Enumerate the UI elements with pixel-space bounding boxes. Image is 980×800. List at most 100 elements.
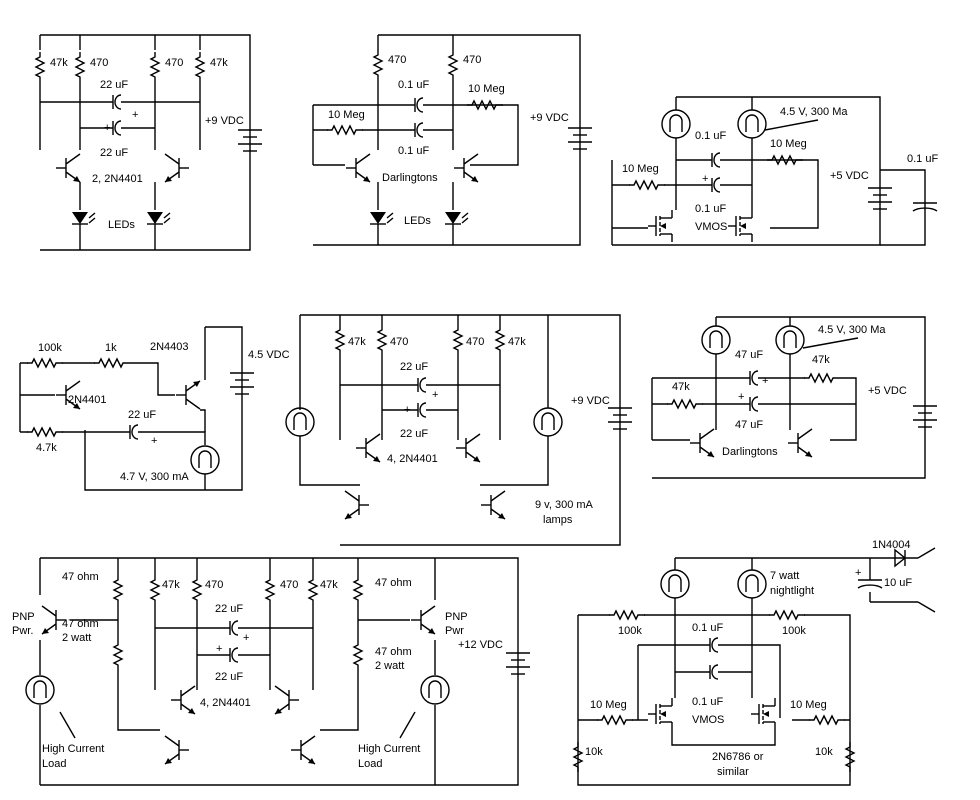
- label-q1: 2N4401: [68, 394, 107, 406]
- label-c-bottom: 22 uF: [400, 428, 428, 440]
- label-plus: +: [702, 173, 708, 185]
- label-supply: +9 VDC: [205, 115, 244, 127]
- label-load-left: Load: [42, 758, 66, 770]
- circuit-nightlight-flasher: 1N4004 10 uF + 7 watt nightlight 100k 10…: [573, 539, 936, 786]
- label-r3: 470: [466, 336, 484, 348]
- label-plus: +: [762, 375, 768, 387]
- label-transistors: 2, 2N4401: [92, 173, 143, 185]
- label-r2: 470: [390, 336, 408, 348]
- label-part: similar: [717, 766, 749, 778]
- label-leds: LEDs: [108, 219, 135, 231]
- circuit-lamp-flasher-darlington: 4.5 V, 300 Ma 47 uF 47k 47k 47 uF Darlin…: [651, 316, 938, 479]
- label-r2: 470: [90, 57, 108, 69]
- label-transistors: 4, 2N4401: [387, 453, 438, 465]
- label-plus: +: [243, 632, 249, 644]
- label-r3: 470: [280, 579, 298, 591]
- label-r-right: 47 ohm: [375, 577, 412, 589]
- label-c-top: 47 uF: [735, 349, 763, 361]
- label-r-left: 100k: [618, 625, 642, 637]
- label-lamp: 4.5 V, 300 Ma: [818, 324, 886, 336]
- label-plus: +: [855, 567, 861, 579]
- label-c-top: 0.1 uF: [692, 622, 723, 634]
- label-rb-right: 10 Meg: [770, 138, 807, 150]
- circuit-lamp-flasher-4-transistor: 47k 470 470 47k 22 uF 22 uF +9 VDC 4, 2N…: [285, 314, 633, 546]
- label-supply: +5 VDC: [868, 385, 907, 397]
- label-c-bottom: 22 uF: [215, 671, 243, 683]
- label-r4: 47k: [320, 579, 338, 591]
- label-lamp: 4.5 V, 300 Ma: [780, 106, 848, 118]
- label-c1: 22 uF: [128, 409, 156, 421]
- circuit-led-flasher-bjt: 47k 470 470 47k 22 uF 22 uF +9 VDC 2, 2N…: [35, 34, 263, 251]
- label-lamp: 4.7 V, 300 mA: [120, 471, 189, 483]
- label-part: 2N6786 or: [712, 751, 764, 763]
- label-r3: 4.7k: [36, 442, 57, 454]
- label-c-bottom: 22 uF: [100, 147, 128, 159]
- label-load-left: High Current: [42, 743, 104, 755]
- label-r1: 47k: [50, 57, 68, 69]
- label-transistors: Darlingtons: [382, 172, 438, 184]
- label-r2: 1k: [105, 342, 117, 354]
- circuit-lamp-flasher-vmos: 4.5 V, 300 Ma 0.1 uF 10 Meg 10 Meg 0.1 u…: [611, 96, 938, 246]
- label-supply: +12 VDC: [458, 639, 503, 651]
- label-transistors: VMOS: [692, 714, 724, 726]
- label-c-top: 0.1 uF: [398, 79, 429, 91]
- label-c-top: 22 uF: [100, 79, 128, 91]
- label-transistors: Darlingtons: [722, 446, 778, 458]
- label-r-left: 47 ohm: [62, 571, 99, 583]
- label-r-gr: 10k: [815, 746, 833, 758]
- circuit-led-flasher-darlington: 470 470 10 Meg 10 Meg 0.1 uF 0.1 uF +9 V…: [312, 34, 593, 246]
- label-r-left: 2 watt: [62, 632, 91, 644]
- label-r4: 47k: [210, 57, 228, 69]
- label-rb-right: 47k: [812, 354, 830, 366]
- label-c-bottom: 0.1 uF: [692, 696, 723, 708]
- label-pnp-left: Pwr.: [12, 625, 33, 637]
- label-plus: +: [738, 391, 744, 403]
- label-supply: +5 VDC: [830, 170, 869, 182]
- label-r1: 47k: [348, 336, 366, 348]
- label-rb-left: 10 Meg: [622, 163, 659, 175]
- label-rb-right: 10 Meg: [468, 83, 505, 95]
- label-c-top: 22 uF: [400, 361, 428, 373]
- circuit-pnp-lamp-flasher: 100k 1k 2N4403 4.5 VDC 2N4401 22 uF 4.7k…: [19, 326, 290, 491]
- label-r3: 470: [165, 57, 183, 69]
- label-pnp-left: PNP: [12, 611, 35, 623]
- label-r1: 470: [388, 54, 406, 66]
- label-leds: LEDs: [404, 215, 431, 227]
- label-c-bottom: 47 uF: [735, 419, 763, 431]
- label-transistors: VMOS: [695, 221, 727, 233]
- label-lamp: 7 watt: [770, 570, 799, 582]
- label-c-top: 22 uF: [215, 603, 243, 615]
- label-r1: 100k: [38, 342, 62, 354]
- label-supply: +9 VDC: [571, 395, 610, 407]
- label-supply: +9 VDC: [530, 112, 569, 124]
- label-q2: 2N4403: [150, 341, 189, 353]
- label-rb-right: 10 Meg: [790, 699, 827, 711]
- label-r-right: 47 ohm: [375, 646, 412, 658]
- circuit-high-current-flasher: 47 ohm 47 ohm 2 watt PNP Pwr. 47k 470 47…: [12, 557, 531, 786]
- label-lamp: nightlight: [770, 585, 814, 597]
- label-plus: +: [104, 122, 110, 134]
- label-transistors: 4, 2N4401: [200, 697, 251, 709]
- label-c-top: 0.1 uF: [695, 130, 726, 142]
- label-pnp-right: Pwr: [445, 625, 464, 637]
- label-diode: 1N4004: [872, 539, 911, 551]
- label-r-gl: 10k: [585, 746, 603, 758]
- label-r4: 47k: [508, 336, 526, 348]
- label-r-left: 47 ohm: [62, 618, 99, 630]
- label-pnp-right: PNP: [445, 611, 468, 623]
- label-lamps: lamps: [543, 514, 573, 526]
- label-c-bottom: 0.1 uF: [695, 203, 726, 215]
- label-plus: +: [132, 109, 138, 121]
- label-rb-left: 47k: [672, 381, 690, 393]
- label-r-right: 2 watt: [375, 660, 404, 672]
- label-plus: +: [216, 643, 222, 655]
- label-plus: +: [151, 435, 157, 447]
- label-rb-left: 10 Meg: [328, 109, 365, 121]
- label-rb-left: 10 Meg: [590, 699, 627, 711]
- label-r1: 47k: [162, 579, 180, 591]
- label-lamps: 9 v, 300 mA: [535, 499, 594, 511]
- label-c-bottom: 0.1 uF: [398, 145, 429, 157]
- label-plus: +: [432, 389, 438, 401]
- label-c-supply: 10 uF: [884, 577, 912, 589]
